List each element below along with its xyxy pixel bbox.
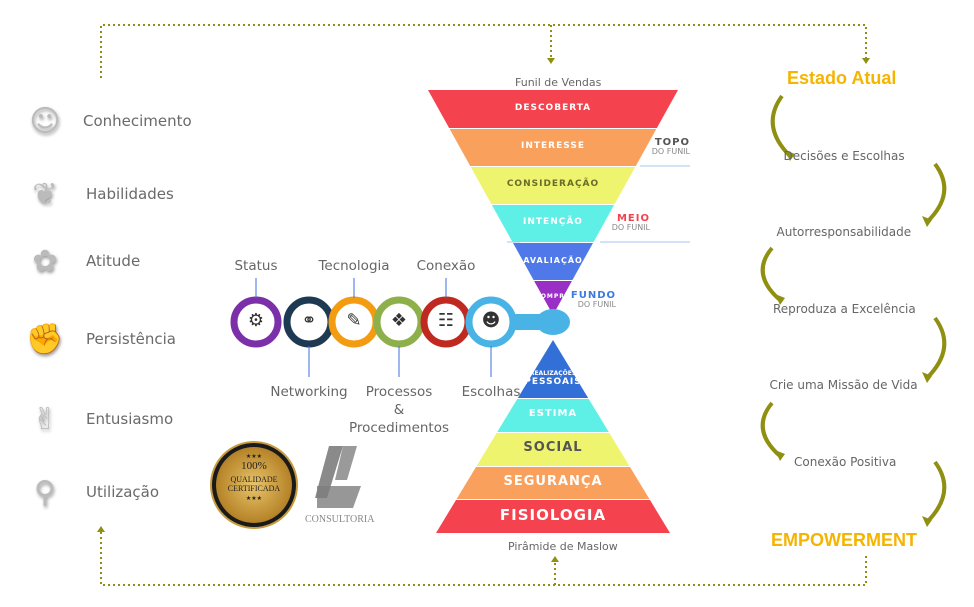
quality-seal: ★★★ 100% QUALIDADE CERTIFICADA ★★★ [212,443,296,527]
top-dotted-connector [100,24,867,78]
curved-arrow-icon [770,94,792,158]
arrow-head-icon [922,216,932,227]
funnel-label: COMPRA [535,292,571,300]
chain-label-line: & [393,402,405,418]
pyramid-label: SEGURANÇA [503,473,603,489]
chain-icon: ☷ [437,310,455,331]
pyramid-label: PESSOAIS [524,377,582,387]
chain-label: Status [234,258,278,274]
chain-icon: ⚭ [301,310,317,331]
funnel-layer-4 [513,243,593,280]
estado-atual-title: Estado Atual [787,68,897,88]
left-item-label: Persistência [86,330,176,348]
chain-ring [465,296,517,348]
az-logo-mark [315,446,361,508]
curved-arrow-icon [760,401,782,458]
funnel-layer-0 [428,90,678,128]
arrow-head-icon [785,150,795,161]
arrow-down-icon [547,58,555,64]
pyramid-layer-3 [456,467,650,499]
left-item-label: Utilização [86,483,160,501]
empowerment-title: EMPOWERMENT [771,530,917,550]
hand-sprout-icon: ✿ [32,243,58,279]
funnel-layer-3 [491,205,615,242]
step-label: Reproduza a Excelência [773,302,916,316]
pyramid-layer-2 [476,433,630,466]
chain-label-line: Networking [270,384,348,400]
arrow-down-icon [862,58,870,64]
funnel-layer-2 [470,167,636,204]
handshake-icon: ✊ [26,321,64,357]
funnel-label: DESCOBERTA [514,102,592,113]
person-celebrate-icon: ✌ [32,401,58,437]
arrow-head-icon [775,294,785,305]
curved-arrow-icon [925,460,947,524]
chain-icon: ☻ [481,310,501,331]
pyramid-title: Pirâmide de Maslow [508,540,618,553]
pyramid-label: FISIOLOGIA [499,506,607,524]
funnel-title: Funil de Vendas [515,76,602,89]
location-pin-icon: ⚲ [34,474,56,510]
left-item-label: Conhecimento [83,112,192,130]
chain-node [536,309,570,335]
pyramid-layer-4 [436,500,670,533]
left-item-label: Habilidades [86,185,174,203]
curved-arrow-icon [760,246,782,302]
arrow-head-icon [922,372,932,383]
pyramid-layer-1 [497,399,609,432]
arrow-head-icon [922,516,932,527]
az-logo: CONSULTORIA [305,440,385,530]
pyramid-label: SOCIAL [523,440,583,455]
pyramid-label: ESTIMA [528,407,578,419]
chain-icon: ⚙ [247,310,265,331]
left-item-label: Entusiasmo [86,410,174,428]
chain-label: Processos & Procedimentos [339,383,459,437]
chain-icon: ✎ [346,310,362,331]
chain-label-line: Procedimentos [348,420,450,436]
step-label: Decisões e Escolhas [783,149,905,163]
left-item-label: Atitude [86,252,141,270]
curved-arrow-icon [925,162,947,224]
pyramid-layer-0 [517,340,589,398]
people-network-icon: ☺ [29,103,61,139]
chain-label: Conexão [416,258,476,274]
funnel-label: INTERESSE [521,141,585,151]
chain-ring [230,296,282,348]
funnel-layer-1 [449,129,657,166]
arrow-up-icon [551,556,559,562]
chain-label-line: Escolhas [461,384,521,400]
book-tree-icon: ❦ [32,176,58,212]
chain-label: Tecnologia [318,258,390,274]
step-label: Autorresponsabilidade [776,225,912,239]
chain-label: Escolhas [431,383,551,401]
bottom-dotted-connector [100,532,867,586]
funnel-layer-5 [534,281,572,314]
pyramid-label: REALIZAÇÕES [529,370,577,377]
arrow-head-icon [775,450,785,461]
curved-arrow-icon [925,316,947,380]
arrow-up-icon [97,526,105,532]
funnel-label: CONSIDERAÇÃO [506,179,600,189]
chain-label: Networking [249,383,369,401]
funnel-label: AVALIAÇÃO [523,255,583,265]
step-label: Crie uma Missão de Vida [769,378,918,392]
step-label: Conexão Positiva [794,455,897,469]
funnel-label: INTENÇÃO [523,217,583,227]
chain-icon: ❖ [390,310,408,331]
chain-label-line: Processos [365,384,433,400]
